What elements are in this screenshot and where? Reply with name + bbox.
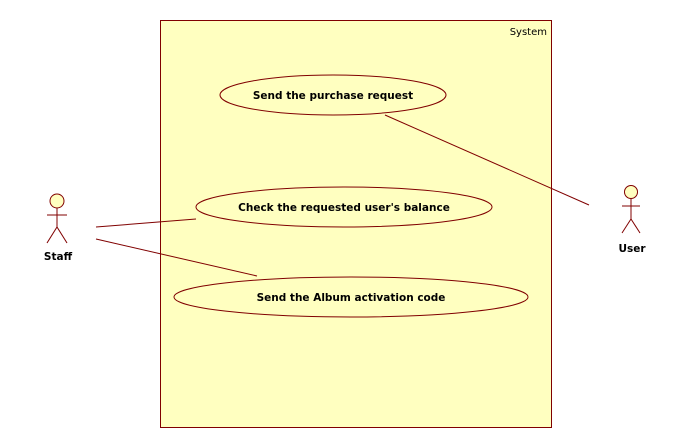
actor-left-leg (46, 226, 58, 244)
association-staff-send-activation[interactable] (95, 238, 258, 277)
use-case-send-purchase-request[interactable]: Send the purchase request (219, 74, 447, 116)
actor-head (624, 185, 638, 199)
association-user-purchase-request[interactable] (384, 114, 590, 206)
use-case-label: Send the Album activation code (257, 292, 446, 304)
system-label: System (510, 27, 547, 38)
associations (95, 114, 590, 277)
actor-label: Staff (44, 251, 73, 263)
use-case-label: Check the requested user's balance (238, 202, 450, 214)
use-case-ellipse[interactable] (219, 74, 447, 116)
actor-head (49, 193, 65, 209)
use-case-check-balance[interactable]: Check the requested user's balance (195, 186, 493, 228)
actor-label: User (618, 243, 646, 255)
association-staff-check-balance[interactable] (95, 218, 197, 228)
actor-staff[interactable]: Staff (44, 193, 73, 263)
use-case-ellipse[interactable] (173, 276, 529, 318)
use-case-ellipse[interactable] (195, 186, 493, 228)
actor-right-leg (630, 218, 641, 234)
use-case-send-activation-code[interactable]: Send the Album activation code (173, 276, 529, 318)
actor-user[interactable]: User (618, 185, 646, 256)
actor-right-leg (56, 226, 68, 244)
actor-left-leg (621, 218, 632, 234)
use-case-label: Send the purchase request (253, 90, 413, 102)
